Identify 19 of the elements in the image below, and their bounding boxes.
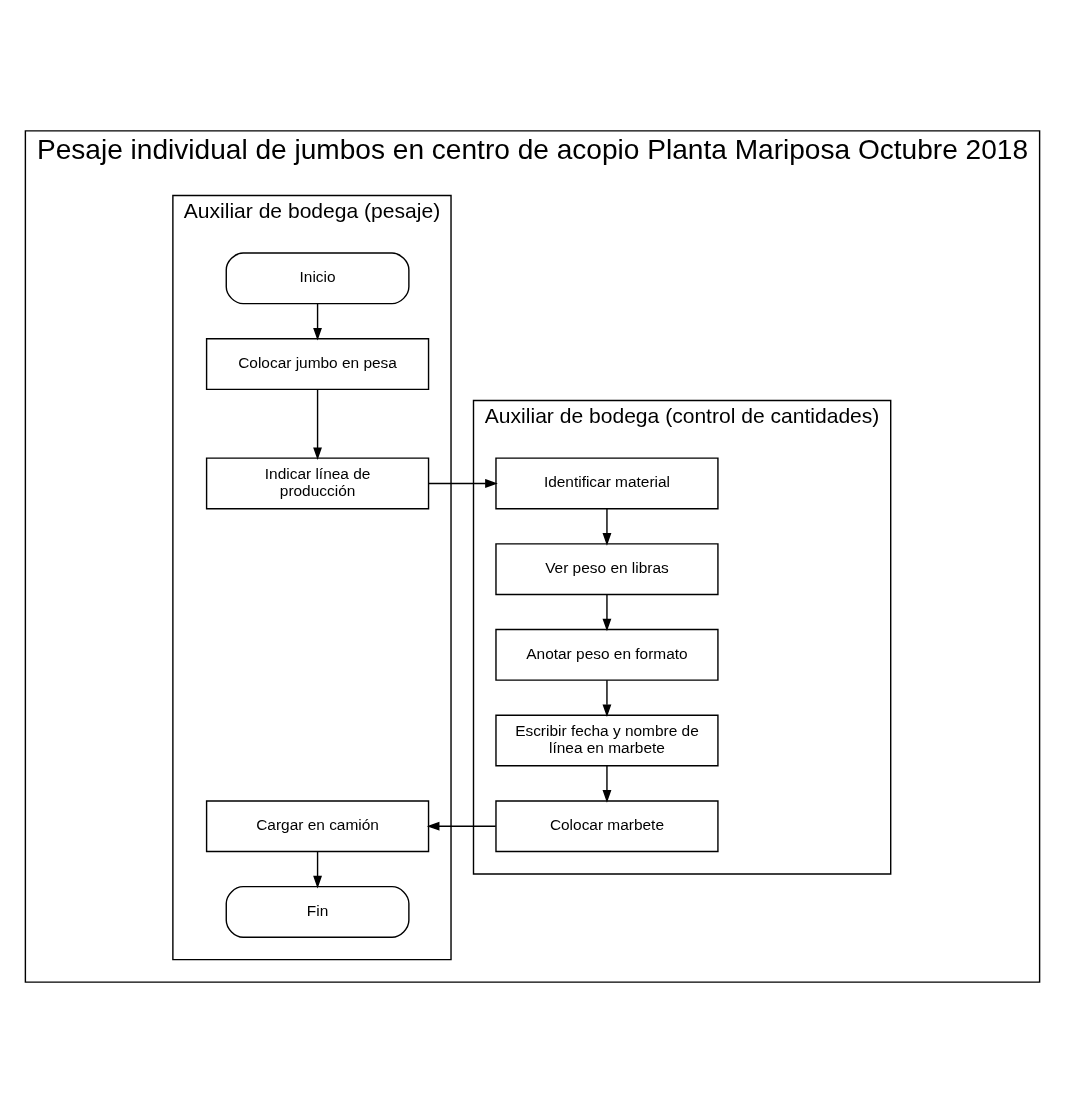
arrow — [428, 478, 498, 488]
node-box: Colocar marbete — [495, 799, 719, 852]
arrow — [602, 507, 612, 546]
node-box: Indicar línea de producción — [205, 456, 430, 509]
node-box: Cargar en camión — [205, 799, 430, 852]
node-box: Identificar material — [495, 456, 719, 509]
arrow — [426, 821, 497, 831]
node-box: Escribir fecha y nombre de línea en marbete — [495, 714, 719, 766]
arrow — [313, 850, 322, 888]
node-box: Anotar peso en formato — [495, 628, 719, 681]
node-box: Ver peso en libras — [495, 542, 719, 595]
arrow — [313, 388, 322, 460]
arrow — [602, 764, 612, 803]
arrow — [602, 593, 612, 631]
node-box: Colocar jumbo en pesa — [205, 337, 430, 390]
arrow — [602, 679, 612, 717]
node-box: Inicio — [225, 251, 410, 304]
arrow — [313, 302, 322, 341]
node-box: Fin — [225, 885, 410, 938]
